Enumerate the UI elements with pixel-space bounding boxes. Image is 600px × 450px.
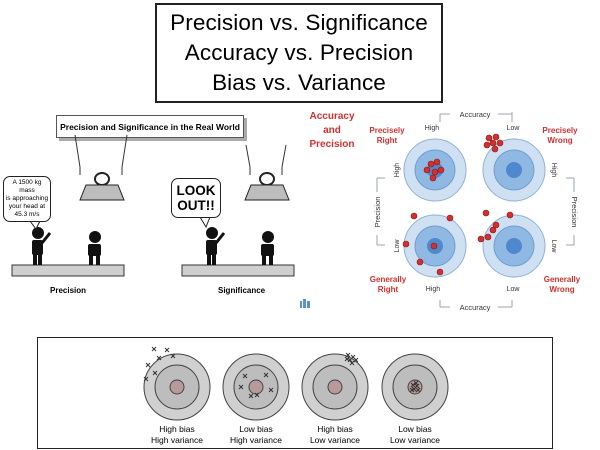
ground-right (181, 264, 295, 277)
bias-label-1-line1: High bias (159, 424, 195, 434)
label-precisely-right-1: Precisely (369, 126, 405, 135)
comic-header: Precision and Significance in the Real W… (56, 115, 244, 138)
top-high-label: High (425, 125, 440, 132)
falling-weight-right (244, 144, 290, 201)
bias-label-3-line2: Low variance (309, 435, 361, 445)
bias-label-4-line1: Low bias (398, 424, 432, 434)
target-high-bias-high-variance (143, 346, 211, 421)
speech-bubble-right: LOOK OUT!! (171, 178, 221, 218)
source-logo (291, 299, 310, 308)
label-generally-wrong-2: Wrong (549, 285, 574, 294)
bias-label-2-line1: Low bias (239, 424, 273, 434)
caption-significance: Significance (218, 286, 266, 295)
falling-weight-left (74, 134, 128, 201)
person-pointing-left (32, 227, 52, 265)
shots-generally-right (402, 212, 454, 276)
target-bottom-right (482, 214, 546, 278)
shots-generally-wrong (477, 209, 514, 243)
axis-arrows (376, 112, 575, 308)
label-precisely-wrong-1: Precisely (542, 126, 578, 135)
precision-significance-comic: Precision and Significance in the Real W… (0, 105, 300, 310)
label-generally-right-1: Generally (370, 275, 407, 284)
speech-text-left: A 1500 kg mass is approaching your head … (5, 179, 49, 218)
right-low-label: Low (550, 240, 557, 254)
person-pointing-right (206, 227, 226, 265)
target-low-bias-high-variance (222, 353, 290, 421)
label-generally-wrong-1: Generally (544, 275, 581, 284)
target-high-bias-low-variance (301, 352, 369, 421)
title-line-1: Precision vs. Significance (170, 10, 428, 35)
shots-precisely-wrong (483, 133, 504, 153)
top-low-label: Low (507, 125, 521, 132)
left-low-label: Low (394, 239, 401, 253)
caption-precision: Precision (50, 286, 87, 295)
title-line-2: Accuracy vs. Precision (184, 40, 414, 65)
speech-bubble-left: A 1500 kg mass is approaching your head … (3, 176, 51, 222)
right-high-label: High (550, 163, 557, 178)
bias-label-4-line2: Low variance (389, 435, 441, 445)
title-line-3: Bias vs. Variance (212, 70, 386, 95)
diagram-title-3: Precision (309, 139, 354, 150)
title-box: Precision vs. Significance Accuracy vs. … (155, 3, 443, 103)
shots-precisely-right (423, 158, 445, 182)
bottom-low-label: Low (507, 286, 521, 293)
diagram-title-2: and (323, 125, 341, 136)
bias-label-1-line2: High variance (151, 435, 203, 445)
person-standing-left (88, 231, 101, 265)
label-precisely-wrong-2: Wrong (547, 136, 572, 145)
bottom-high-label: High (426, 286, 441, 293)
person-standing-right (261, 231, 274, 265)
target-low-bias-low-variance (381, 353, 449, 421)
diagram-title-1: Accuracy (309, 111, 354, 122)
top-axis-label: Accuracy (460, 110, 491, 119)
ground-left (11, 264, 125, 277)
bias-label-2-line2: High variance (230, 435, 282, 445)
bias-variance-panel: High bias High variance Low bias High va… (37, 337, 553, 449)
bias-label-3-line1: High bias (317, 424, 353, 434)
left-axis-label: Precision (373, 197, 382, 228)
accuracy-precision-svg: Accuracy and Precision Accuracy Accuracy… (291, 110, 581, 312)
label-precisely-right-2: Right (377, 136, 398, 145)
accuracy-precision-diagram: Accuracy and Precision Accuracy Accuracy… (291, 100, 600, 325)
speech-text-right: LOOK OUT!! (176, 183, 216, 213)
comic-drawing (11, 134, 295, 277)
label-generally-right-2: Right (378, 285, 399, 294)
bottom-axis-label: Accuracy (460, 303, 491, 312)
left-high-label: High (394, 163, 401, 178)
right-axis-label: Precision (570, 197, 579, 228)
